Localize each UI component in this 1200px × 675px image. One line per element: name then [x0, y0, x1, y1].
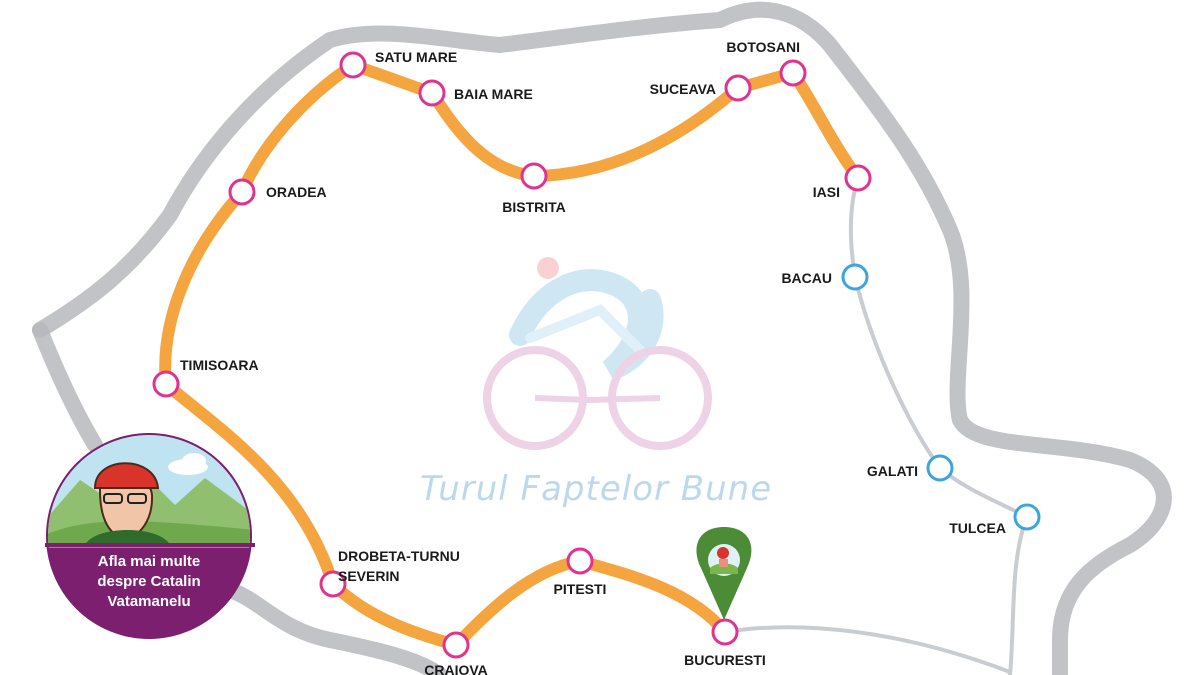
- city-label-baia-mare: BAIA MARE: [454, 86, 533, 102]
- city-pin-galati[interactable]: [926, 454, 954, 482]
- city-label-galati: GALATI: [867, 463, 918, 479]
- city-label-bucuresti: BUCURESTI: [684, 652, 766, 668]
- badge-line-2: despre Catalin: [97, 573, 200, 590]
- city-pin-bacau[interactable]: [841, 263, 869, 291]
- cloud-icon: [168, 453, 208, 475]
- route-remaining: [848, 176, 1030, 675]
- city-pin-baia-mare[interactable]: [418, 79, 446, 107]
- country-border: [32, 1, 1172, 675]
- city-pin-oradea[interactable]: [228, 178, 256, 206]
- city-label-satu-mare: SATU MARE: [375, 49, 457, 65]
- city-label-craiova: CRAIOVA: [424, 662, 488, 675]
- city-label-suceava: SUCEAVA: [650, 81, 716, 97]
- country-border-west: [32, 322, 103, 453]
- city-pin-pitesti[interactable]: [566, 547, 594, 575]
- city-pin-bucuresti[interactable]: [711, 618, 739, 646]
- city-pin-suceava[interactable]: [724, 74, 752, 102]
- route-completed: [159, 59, 864, 651]
- city-pin-craiova[interactable]: [442, 631, 470, 659]
- city-label-timisoara: TIMISOARA: [180, 357, 259, 373]
- city-pin-bistrita[interactable]: [520, 162, 548, 190]
- current-location-pin-icon: [696, 527, 752, 620]
- city-pin-satu-mare[interactable]: [339, 51, 367, 79]
- badge-line-1: Afla mai multe: [98, 553, 201, 570]
- city-pin-iasi[interactable]: [844, 164, 872, 192]
- cyclist-logo-icon: [483, 257, 712, 450]
- logo-text: Turul Faptelor Bune: [420, 469, 772, 509]
- city-label-oradea: ORADEA: [266, 184, 327, 200]
- country-border-south: [222, 582, 448, 675]
- city-pin-timisoara[interactable]: [152, 370, 180, 398]
- city-label-tulcea: TULCEA: [949, 520, 1006, 536]
- about-catalin-badge[interactable]: Afla mai multe despre Catalin Vatamanelu: [45, 430, 255, 639]
- route-remaining-south: [723, 625, 1012, 674]
- city-label-iasi: IASI: [813, 184, 840, 200]
- city-pin-tulcea[interactable]: [1013, 503, 1041, 531]
- city-label-pitesti: PITESTI: [554, 581, 607, 597]
- city-label-bistrita: BISTRITA: [502, 199, 566, 215]
- city-label-botosani: BOTOSANI: [726, 39, 800, 55]
- cyclist-portrait-icon: [85, 462, 170, 545]
- badge-line-3: Vatamanelu: [107, 593, 190, 610]
- city-label-bacau: BACAU: [781, 270, 832, 286]
- city-pin-botosani[interactable]: [779, 59, 807, 87]
- city-pin-drobeta-turnu-severin[interactable]: [319, 570, 347, 598]
